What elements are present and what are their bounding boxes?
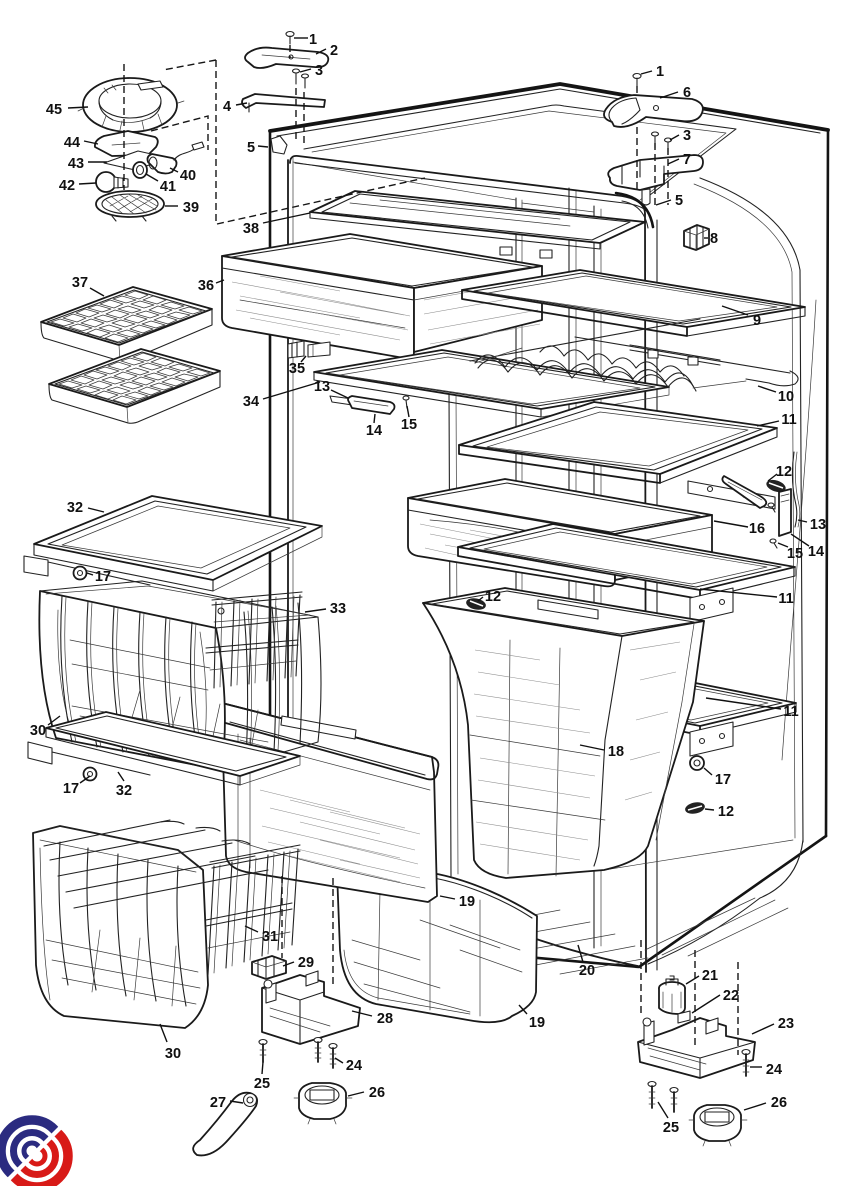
svg-text:24: 24: [346, 1058, 362, 1074]
svg-text:11: 11: [781, 412, 796, 428]
svg-text:14: 14: [366, 423, 382, 439]
svg-text:1: 1: [309, 32, 317, 48]
svg-text:36: 36: [198, 278, 214, 294]
svg-text:14: 14: [808, 544, 824, 560]
svg-text:4: 4: [223, 99, 231, 115]
svg-text:17: 17: [95, 569, 111, 585]
svg-text:29: 29: [298, 955, 314, 971]
svg-text:19: 19: [459, 894, 475, 910]
svg-text:3: 3: [683, 128, 691, 144]
svg-text:32: 32: [67, 500, 83, 516]
svg-text:23: 23: [778, 1016, 794, 1032]
svg-text:25: 25: [254, 1076, 270, 1092]
svg-text:11: 11: [783, 704, 798, 720]
svg-text:12: 12: [718, 804, 734, 820]
svg-text:30: 30: [30, 723, 46, 739]
svg-text:26: 26: [771, 1095, 787, 1111]
svg-text:25: 25: [663, 1120, 679, 1136]
svg-text:15: 15: [401, 417, 417, 433]
svg-text:22: 22: [723, 988, 739, 1004]
svg-text:43: 43: [68, 156, 84, 172]
svg-text:24: 24: [766, 1062, 782, 1078]
svg-text:5: 5: [247, 140, 255, 156]
svg-text:45: 45: [46, 102, 62, 118]
svg-text:26: 26: [369, 1085, 385, 1101]
svg-text:13: 13: [314, 379, 330, 395]
svg-text:37: 37: [72, 275, 88, 291]
svg-text:39: 39: [183, 200, 199, 216]
svg-text:28: 28: [377, 1011, 393, 1027]
svg-text:13: 13: [810, 517, 826, 533]
svg-text:19: 19: [529, 1015, 545, 1031]
svg-text:35: 35: [289, 361, 305, 377]
svg-text:16: 16: [749, 521, 765, 537]
svg-text:15: 15: [787, 546, 803, 562]
svg-text:41: 41: [160, 179, 176, 195]
svg-text:2: 2: [330, 43, 338, 59]
svg-text:30: 30: [165, 1046, 181, 1062]
svg-text:8: 8: [710, 231, 718, 247]
svg-text:27: 27: [210, 1095, 226, 1111]
svg-text:3: 3: [315, 63, 323, 79]
svg-text:21: 21: [702, 968, 718, 984]
svg-text:44: 44: [64, 135, 80, 151]
svg-text:32: 32: [116, 783, 132, 799]
svg-text:31: 31: [262, 929, 278, 945]
svg-text:33: 33: [330, 601, 346, 617]
svg-text:12: 12: [776, 464, 792, 480]
svg-text:9: 9: [753, 313, 761, 329]
svg-text:40: 40: [180, 168, 196, 184]
svg-text:17: 17: [715, 772, 731, 788]
svg-text:6: 6: [683, 85, 691, 101]
svg-text:17: 17: [63, 781, 79, 797]
svg-text:1: 1: [656, 64, 664, 80]
svg-text:5: 5: [675, 193, 683, 209]
svg-text:42: 42: [59, 178, 75, 194]
svg-text:7: 7: [683, 152, 691, 168]
svg-text:12: 12: [485, 589, 501, 605]
svg-text:38: 38: [243, 221, 259, 237]
svg-text:18: 18: [608, 744, 624, 760]
svg-text:20: 20: [579, 963, 595, 979]
svg-text:10: 10: [778, 389, 794, 405]
svg-text:11: 11: [778, 591, 793, 607]
svg-text:34: 34: [243, 394, 259, 410]
